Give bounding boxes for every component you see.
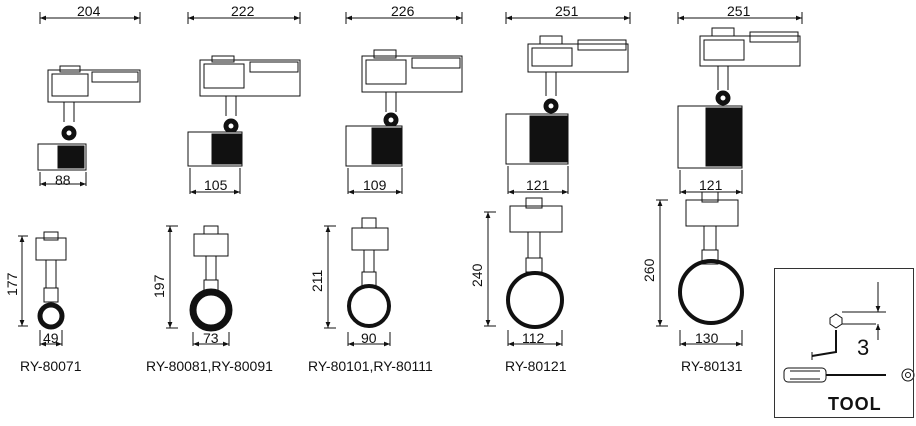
side-view-4 xyxy=(505,12,631,195)
tool-box xyxy=(774,268,914,418)
dim-top-width-5: 251 xyxy=(727,3,751,19)
dim-head-width-5: 121 xyxy=(699,177,723,193)
dim-height-1: 177 xyxy=(4,272,20,296)
model-label-2: RY-80081,RY-80091 xyxy=(146,358,273,374)
hex-size-label: 3 xyxy=(857,335,870,360)
side-view-1 xyxy=(37,12,141,187)
dim-height-5: 260 xyxy=(641,258,657,282)
dim-height-3: 211 xyxy=(309,269,325,292)
side-view-3 xyxy=(345,12,463,195)
dim-height-2: 197 xyxy=(151,274,167,298)
model-label-4: RY-80121 xyxy=(505,358,567,374)
side-view-2 xyxy=(187,12,301,195)
dim-ring-1: 49 xyxy=(43,330,59,346)
dim-ring-3: 90 xyxy=(361,330,377,346)
front-view-5 xyxy=(656,191,744,347)
dim-ring-5: 130 xyxy=(695,330,719,346)
dim-ring-2: 73 xyxy=(203,330,219,346)
front-view-4 xyxy=(484,197,564,347)
dim-ring-4: 112 xyxy=(522,330,545,346)
dim-top-width-1: 204 xyxy=(77,3,101,19)
dim-head-width-4: 121 xyxy=(526,177,550,193)
dim-head-width-2: 105 xyxy=(204,177,228,193)
side-view-5 xyxy=(677,12,803,195)
dim-top-width-3: 226 xyxy=(391,3,415,19)
tool-label: TOOL xyxy=(828,394,882,414)
model-label-5: RY-80131 xyxy=(681,358,743,374)
hex-key-icon xyxy=(811,282,886,360)
torx-bit-icon xyxy=(901,368,915,382)
front-view-3 xyxy=(324,217,391,347)
dim-head-width-1: 88 xyxy=(55,172,71,188)
dim-top-width-4: 251 xyxy=(555,3,579,19)
dim-head-width-3: 109 xyxy=(363,177,387,193)
front-view-1 xyxy=(18,231,67,347)
model-label-3: RY-80101,RY-80111 xyxy=(308,358,433,374)
front-view-2 xyxy=(166,225,233,347)
screwdriver-icon xyxy=(783,367,886,383)
dim-height-4: 240 xyxy=(469,263,485,287)
dim-top-width-2: 222 xyxy=(231,3,255,19)
model-label-1: RY-80071 xyxy=(20,358,82,374)
